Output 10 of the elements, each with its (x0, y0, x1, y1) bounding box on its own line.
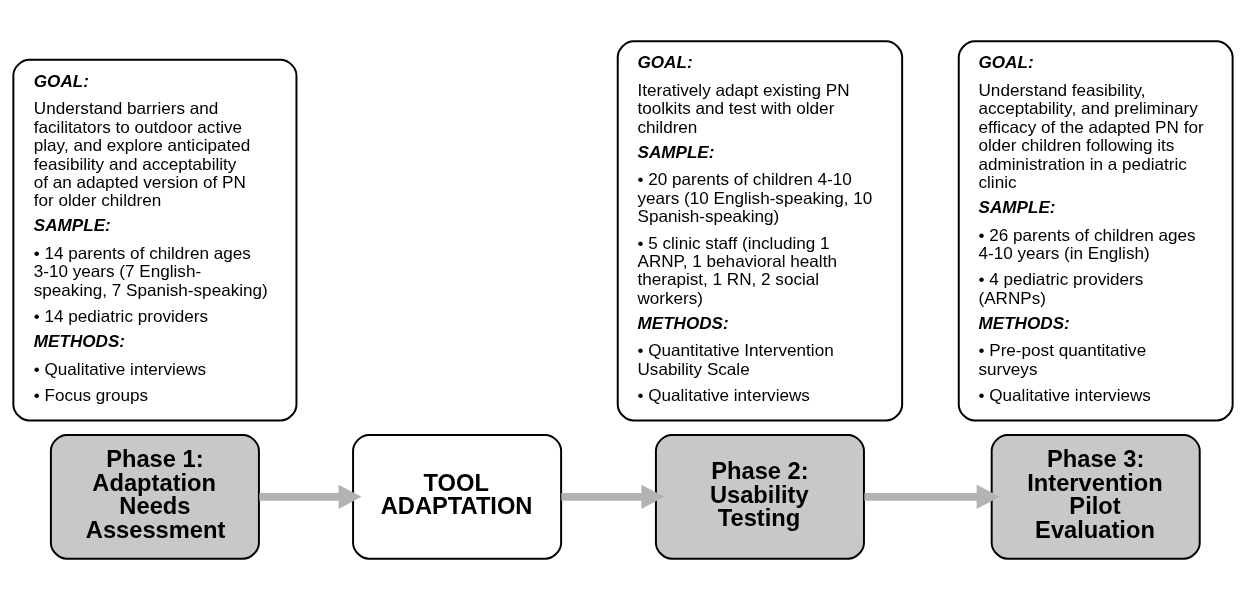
arrow (864, 484, 1000, 509)
node-box: GOAL: Understand barriers and facilitators to outdoor active play, and explore anticipated feasibility and acceptability of an adapted version of PN for older children SAMPLE: • 14 parents of children ages 3-10 years (7 English-speaking, 7 Spanish-speaking) • 14 pediatric providers METHODS: • Qualitative interviews • Focus groups (12, 58, 298, 421)
node-box: GOAL: Understand feasibility, acceptability, and preliminary efficacy of the adapted PN for older children following its administration in a pediatric clinic SAMPLE: • 26 parents of children ages 4-10 years (in English) • 4 pediatric providers (ARNPs) METHODS: • Pre-post quantitative surveys • Qualitative interviews (957, 39, 1234, 421)
node-box: Phase 3: Intervention Pilot Evaluation (990, 433, 1201, 560)
arrow (561, 484, 665, 509)
node-box: GOAL: Iteratively adapt existing PN toolkits and test with older children SAMPLE: • 20 parents of children 4-10 years (10 English-speaking, 10 Spanish-speaking) • 5 clinic staff (including 1 ARNP, 1 behavioral health therapist, 1 RN, 2 social workers) METHODS: • Quantitative Intervention Usability Scale • Qualitative interviews (616, 39, 904, 421)
node-box: Phase 1: Adaptation Needs Assessment (49, 433, 260, 560)
arrow (259, 484, 362, 509)
node-box: TOOL ADAPTATION (352, 433, 563, 560)
node-box: Phase 2: Usability Testing (654, 433, 865, 560)
